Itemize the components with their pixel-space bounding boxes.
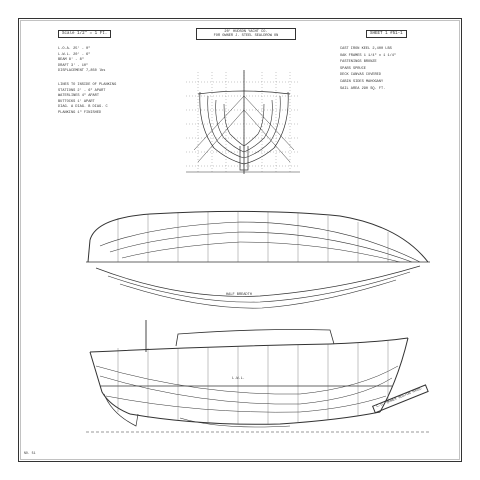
body-plan [186,70,300,174]
stem [379,337,409,413]
half-breadth-label: HALF BREADTH [226,293,252,297]
title-line-2: FOR OWNER J. STEEL SEALDROW ON [213,34,279,39]
construction-notes-left: LINES TO INSIDE OF PLANKING STATIONS 2' … [58,83,117,118]
note-item: STATIONS 2' - 6" APART [58,88,106,93]
note-item: CABIN SIDES MAHOGANY [340,79,384,84]
note-item: CAST IRON KEEL 2,400 LBS [340,47,392,51]
spec-list: L.O.A. 25' - 0" L.W.L. 20' - 6" BEAM 8' … [58,47,106,76]
sheet-number: SHEET 1 #51-1 [366,30,407,39]
title-line-1: 20' HUDSON YACHT CO. [224,30,268,34]
spec-item: L.O.A. 25' - 0" [58,47,91,51]
note-item: DECK CANVAS COVERED [340,73,381,78]
construction-notes-right: CAST IRON KEEL 2,400 LBS OAK FRAMES 1 1/… [340,47,397,94]
keel-profile [129,411,381,425]
scale-label: Scale 1/2" = 1 Ft. [58,30,112,39]
spec-item: BEAM 8' - 8" [58,58,84,63]
title-block: 20' HUDSON YACHT CO. FOR OWNER J. STEEL … [196,28,296,41]
profile-plan [86,320,430,433]
deck-line [89,210,429,263]
note-item: SAIL AREA 290 SQ. FT. [340,86,386,91]
cabin-trunk [175,329,335,347]
spec-item: L.W.L. 20' - 6" [58,52,91,57]
sheet-border [18,18,462,462]
rudder [103,393,139,427]
sheer-line [89,337,409,353]
note-item: SPARS SPRUCE [340,66,366,71]
spec-item: DRAFT 3' - 10" [58,63,89,68]
note-item: WATERLINES 4" APART [58,94,99,99]
note-item: BUTTOCKS 1' APART [58,99,95,104]
note-item: FASTENINGS BRONZE [340,60,377,65]
note-item: DIAG. A DIAG. B DIAG. C [58,105,108,110]
spec-item: DISPLACEMENT 7,850 lbs [58,69,106,74]
half-breadth-plan [86,210,430,309]
transom [89,351,131,415]
body-plan-grid [186,72,300,172]
waterline-label: L.W.L. [232,377,245,381]
corner-note: NO. 51 [24,451,36,455]
note-item: LINES TO INSIDE OF PLANKING [58,83,117,87]
note-item: OAK FRAMES 1 1/4" x 1 1/4" [340,53,397,58]
sheet-inner-border [20,20,460,460]
note-item: PLANKING 1" FINISHED [58,110,102,115]
